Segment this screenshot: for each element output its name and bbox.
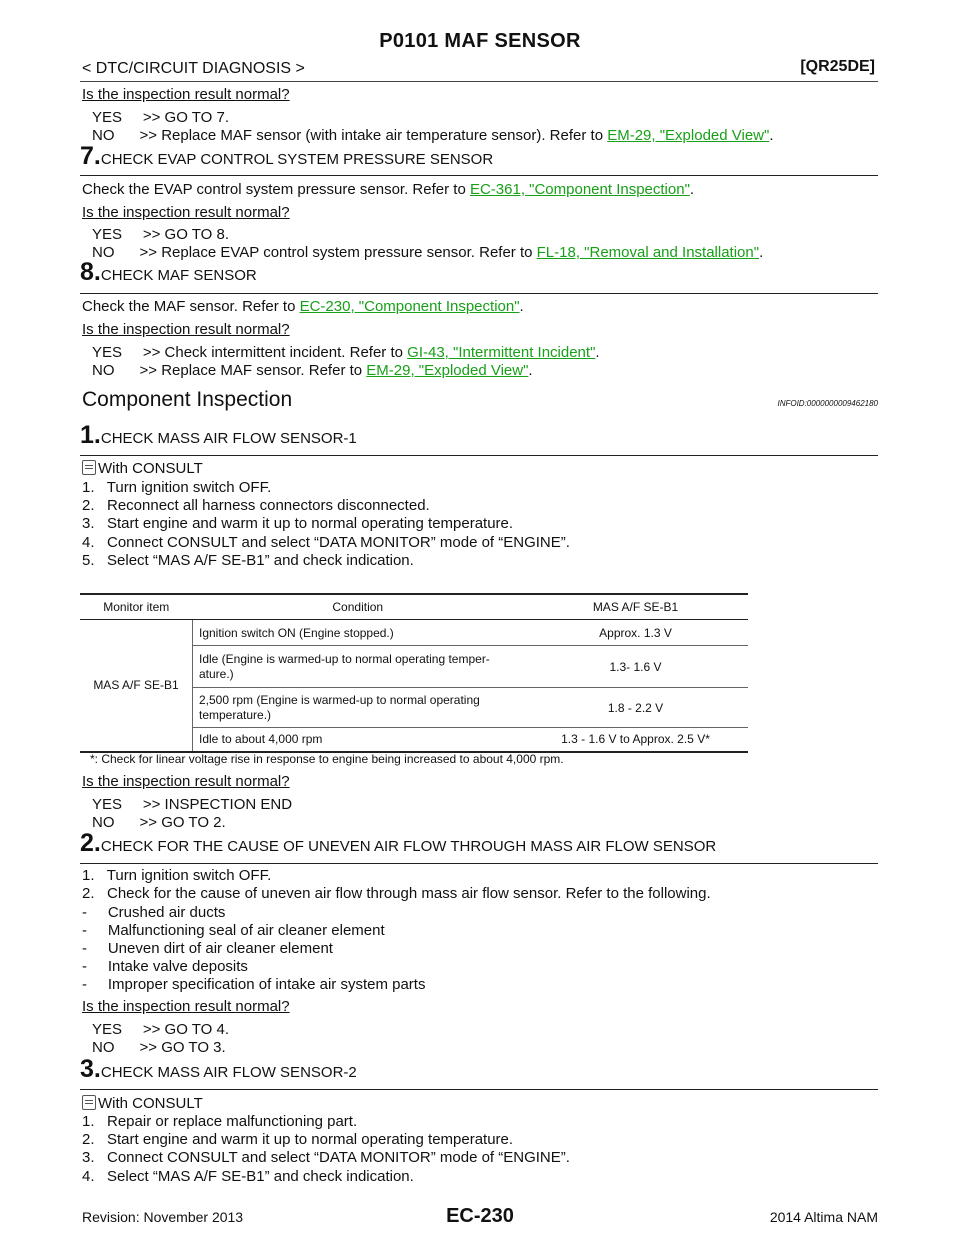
table-cell-monitor-item: MAS A/F SE-B1 xyxy=(80,619,193,753)
table-cell: Ignition switch ON (Engine stopped.) xyxy=(192,619,523,646)
list-item: - Uneven dirt of air cleaner element xyxy=(82,940,333,957)
table-header: MAS A/F SE-B1 xyxy=(523,593,748,620)
list-item: 3. Connect CONSULT and select “DATA MONI… xyxy=(82,1149,570,1166)
table-cell: 2,500 rpm (Engine is warmed-up to normal… xyxy=(192,687,523,728)
step-divider xyxy=(80,863,878,864)
list-item: 4. Connect CONSULT and select “DATA MONI… xyxy=(82,534,570,551)
step-8-body: Check the MAF sensor. Refer to EC-230, "… xyxy=(82,298,524,315)
component-step-2-heading: 2.CHECK FOR THE CAUSE OF UNEVEN AIR FLOW… xyxy=(80,829,717,857)
table-cell: Approx. 1.3 V xyxy=(523,619,748,646)
table-cell: 1.3- 1.6 V xyxy=(523,645,748,688)
header-divider xyxy=(80,81,878,82)
consult-note: With CONSULT xyxy=(82,460,203,477)
list-item: 2. Check for the cause of uneven air flo… xyxy=(82,885,711,902)
inspection-question: Is the inspection result normal? xyxy=(82,998,290,1015)
component-step-1-heading: 1.CHECK MASS AIR FLOW SENSOR-1 xyxy=(80,421,357,449)
breadcrumb: < DTC/CIRCUIT DIAGNOSIS > xyxy=(82,60,305,77)
yes-result: YES >> GO TO 4. xyxy=(92,1021,230,1038)
yes-result: YES >> Check intermittent incident. Refe… xyxy=(92,344,600,361)
step-divider xyxy=(80,293,878,294)
list-item: - Intake valve deposits xyxy=(82,958,248,975)
yes-result: YES >> GO TO 8. xyxy=(92,226,230,243)
list-item: 1. Turn ignition switch OFF. xyxy=(82,867,272,884)
component-inspection-link[interactable]: EC-230, "Component Inspection" xyxy=(299,298,520,315)
table-cell: 1.3 - 1.6 V to Approx. 2.5 V* xyxy=(523,727,748,753)
no-result: NO >> GO TO 2. xyxy=(92,814,226,831)
table-row: Idle to about 4,000 rpm 1.3 - 1.6 V to A… xyxy=(80,727,748,753)
step-8-heading: 8.CHECK MAF SENSOR xyxy=(80,258,257,286)
revision-date: Revision: November 2013 xyxy=(82,1209,244,1225)
list-item: 3. Start engine and warm it up to normal… xyxy=(82,515,514,532)
page-number: EC-230 xyxy=(446,1205,514,1227)
list-item: 2. Reconnect all harness connectors disc… xyxy=(82,497,430,514)
intermittent-incident-link[interactable]: GI-43, "Intermittent Incident" xyxy=(407,344,596,361)
step-divider xyxy=(80,175,878,176)
step-7-body: Check the EVAP control system pressure s… xyxy=(82,181,695,198)
no-result: NO >> Replace EVAP control system pressu… xyxy=(92,244,764,261)
table-header: Monitor item xyxy=(80,593,193,620)
inspection-question: Is the inspection result normal? xyxy=(82,773,290,790)
step-divider xyxy=(80,455,878,456)
exploded-view-link[interactable]: EM-29, "Exploded View" xyxy=(607,127,770,144)
list-item: 1. Turn ignition switch OFF. xyxy=(82,479,272,496)
step-divider xyxy=(80,1089,878,1090)
section-title: Component Inspection xyxy=(82,388,293,411)
table-header: Condition xyxy=(192,593,523,620)
consult-note: With CONSULT xyxy=(82,1095,203,1112)
table-cell: Idle to about 4,000 rpm xyxy=(192,727,523,753)
info-id: INFOID:0000000009462180 xyxy=(777,399,878,408)
spec-table: Monitor item Condition MAS A/F SE-B1 MAS… xyxy=(80,593,748,753)
list-item: - Improper specification of intake air s… xyxy=(82,976,426,993)
inspection-question: Is the inspection result normal? xyxy=(82,86,290,103)
yes-result: YES >> GO TO 7. xyxy=(92,109,230,126)
step-7-heading: 7.CHECK EVAP CONTROL SYSTEM PRESSURE SEN… xyxy=(80,142,494,170)
list-item: - Malfunctioning seal of air cleaner ele… xyxy=(82,922,385,939)
consult-icon xyxy=(82,460,96,475)
removal-installation-link[interactable]: FL-18, "Removal and Installation" xyxy=(536,244,760,261)
list-item: - Crushed air ducts xyxy=(82,904,226,921)
engine-model: [QR25DE] xyxy=(800,58,875,75)
list-item: 1. Repair or replace malfunctioning part… xyxy=(82,1113,358,1130)
component-step-3-heading: 3.CHECK MASS AIR FLOW SENSOR-2 xyxy=(80,1055,357,1083)
table-footnote: *: Check for linear voltage rise in resp… xyxy=(90,752,564,766)
no-result: NO >> Replace MAF sensor (with intake ai… xyxy=(92,127,774,144)
table-cell: Idle (Engine is warmed-up to normal oper… xyxy=(192,645,523,688)
yes-result: YES >> INSPECTION END xyxy=(92,796,293,813)
consult-icon xyxy=(82,1095,96,1110)
table-header-row: Monitor item Condition MAS A/F SE-B1 xyxy=(80,593,748,620)
edition: 2014 Altima NAM xyxy=(769,1209,878,1225)
no-result: NO >> Replace MAF sensor. Refer to EM-29… xyxy=(92,362,533,379)
list-item: 4. Select “MAS A/F SE-B1” and check indi… xyxy=(82,1168,414,1185)
table-row: Idle (Engine is warmed-up to normal oper… xyxy=(80,645,748,688)
no-result: NO >> GO TO 3. xyxy=(92,1039,226,1056)
table-row: MAS A/F SE-B1 Ignition switch ON (Engine… xyxy=(80,619,748,753)
table-cell: 1.8 - 2.2 V xyxy=(523,687,748,728)
table-row: 2,500 rpm (Engine is warmed-up to normal… xyxy=(80,687,748,728)
exploded-view-link[interactable]: EM-29, "Exploded View" xyxy=(366,362,529,379)
inspection-question: Is the inspection result normal? xyxy=(82,321,290,338)
list-item: 5. Select “MAS A/F SE-B1” and check indi… xyxy=(82,552,414,569)
page-title: P0101 MAF SENSOR xyxy=(379,30,581,52)
list-item: 2. Start engine and warm it up to normal… xyxy=(82,1131,514,1148)
inspection-question: Is the inspection result normal? xyxy=(82,204,290,221)
component-inspection-link[interactable]: EC-361, "Component Inspection" xyxy=(469,181,690,198)
